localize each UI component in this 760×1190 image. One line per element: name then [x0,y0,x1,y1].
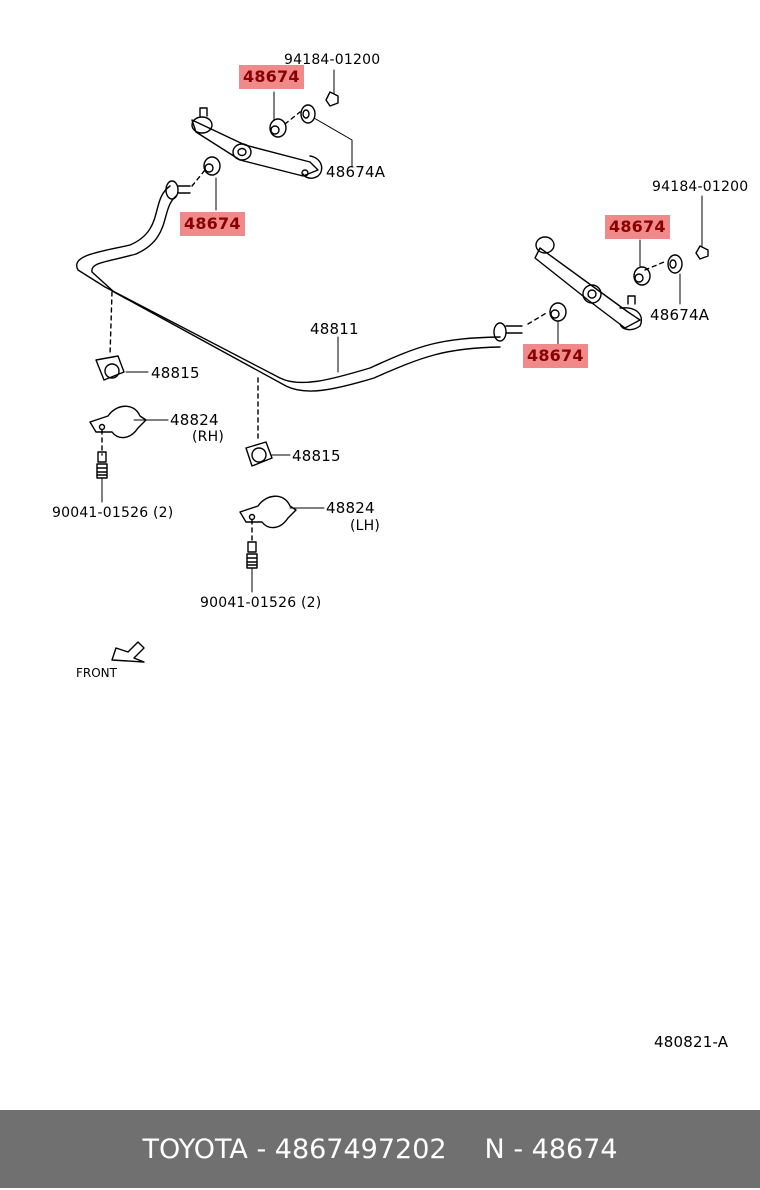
footer-bar: TOYOTA - 4867497202 N - 48674 [0,1110,760,1188]
callout-bolt-upper: 90041-01526 (2) [52,505,174,521]
parts-diagram: 94184-01200 48674 48674A 48674 94184-012… [52,52,749,1051]
bolt-upper-part [96,451,108,479]
footer-text: TOYOTA - 4867497202 N - 48674 [0,1110,760,1188]
callout-bracket-lh: 48824 [326,499,375,517]
callout-retainer-left: 48674A [326,163,386,181]
bracket-lh-part [239,495,297,529]
footer-ref: N - 48674 [484,1134,618,1165]
bushing-upper-part [95,355,125,381]
callout-nut-right: 94184-01200 [652,179,749,195]
dash-leaders [101,111,665,541]
bushing-lower-part [245,441,273,467]
footer-brand-part: TOYOTA - 4867497202 [142,1134,447,1165]
front-label: FRONT [76,666,117,680]
callout-bolt-lower: 90041-01526 (2) [200,595,322,611]
callout-bushing-upper: 48815 [151,364,200,382]
callout-stabilizer-bar: 48811 [310,320,359,338]
callout-bracket-rh-side: (RH) [192,429,224,445]
callout-nut-left: 94184-01200 [284,52,381,68]
callout-cushion-top-right[interactable]: 48674 [605,215,670,239]
callout-cushion-bottom-right[interactable]: 48674 [523,344,588,368]
front-arrow [111,641,145,663]
callout-bushing-lower: 48815 [292,447,341,465]
diagram-code: 480821-A [654,1033,729,1051]
callout-cushion-bottom-left[interactable]: 48674 [180,212,245,236]
callout-bracket-lh-side: (LH) [350,518,381,534]
stabilizer-bar [76,180,523,392]
bracket-rh-part [89,405,147,439]
callout-retainer-right: 48674A [650,306,710,324]
stabilizer-link-left [191,91,339,179]
callout-cushion-top-left[interactable]: 48674 [239,65,304,89]
stabilizer-assembly-drawing [76,69,709,663]
leader-lines [101,69,703,593]
bolt-lower-part [246,541,258,569]
stabilizer-link-right [534,236,709,331]
callout-bracket-rh: 48824 [170,411,219,429]
